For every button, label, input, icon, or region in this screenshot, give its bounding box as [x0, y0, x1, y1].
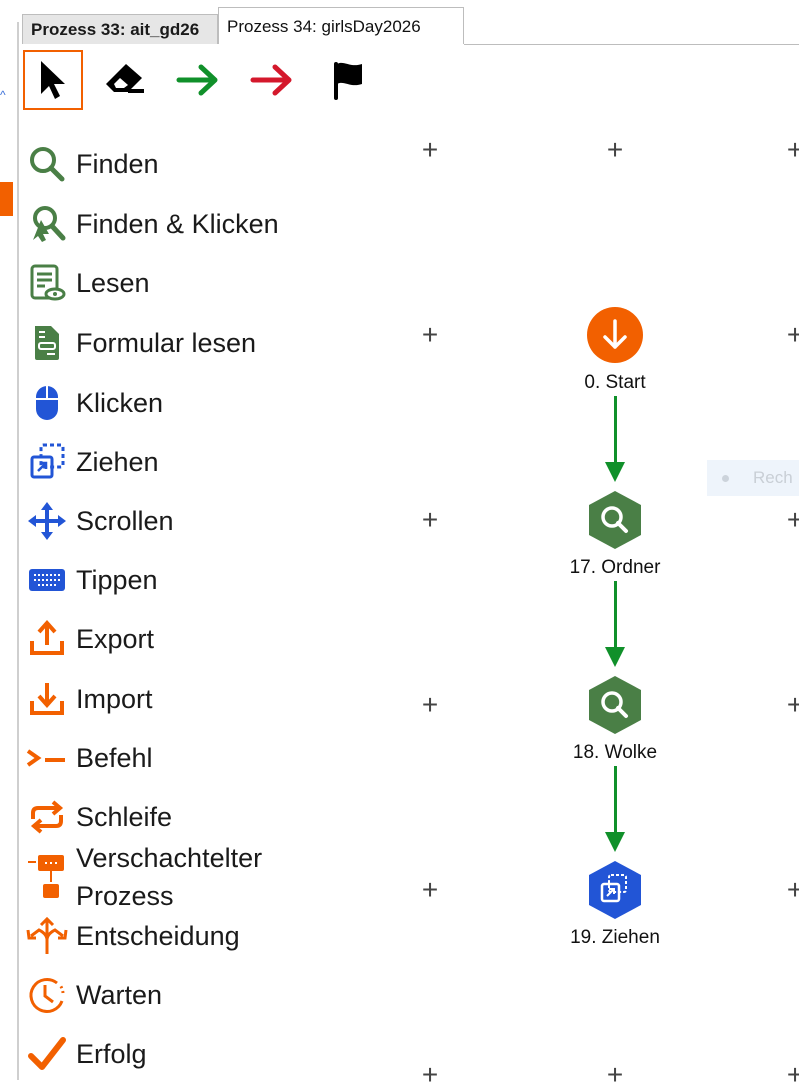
faded-tooltip: Rech [707, 460, 799, 496]
pointer-tool-button[interactable] [23, 50, 83, 110]
tab-prozess-33[interactable]: Prozess 33: ait_gd26 [22, 14, 218, 44]
add-node-marker[interactable]: + [786, 504, 799, 535]
palette-item-label: Verschachtelter Prozess [76, 843, 263, 911]
palette-item-label: Scrollen [76, 506, 174, 536]
add-node-marker[interactable]: + [786, 319, 799, 350]
palette-item-ziehen[interactable]: Ziehen [22, 442, 159, 482]
drag-icon [22, 442, 72, 482]
flow-node-label: 0. Start [584, 372, 646, 393]
eraser-tool-button[interactable] [95, 50, 155, 110]
add-node-marker[interactable]: + [421, 1059, 439, 1090]
palette-item-label: Export [76, 624, 155, 654]
palette-item-befehl[interactable]: Befehl [22, 738, 153, 778]
arrowhead-icon [605, 462, 625, 482]
palette-item-import[interactable]: Import [22, 679, 153, 719]
flag-icon [334, 62, 362, 100]
start-arrow-icon [587, 307, 643, 363]
palette-item-label: Befehl [76, 743, 153, 773]
palette-item-label: Klicken [76, 388, 164, 418]
add-node-marker[interactable]: + [786, 689, 799, 720]
add-node-marker[interactable]: + [421, 319, 439, 350]
palette-item-warten[interactable]: Warten [22, 975, 162, 1015]
add-node-marker[interactable]: + [786, 1059, 799, 1090]
terminal-icon [22, 738, 72, 778]
palette-item-label: Erfolg [76, 1039, 147, 1069]
tooltip-text: Rech [753, 468, 793, 487]
red-arrow-icon [250, 64, 292, 96]
add-node-marker[interactable]: + [421, 504, 439, 535]
palette-item-label: Import [76, 684, 153, 714]
checkmark-icon [22, 1034, 72, 1074]
flow-node-ziehen[interactable] [585, 860, 645, 920]
panel-divider [17, 22, 19, 1080]
palette-item-tippen[interactable]: Tippen [22, 560, 158, 600]
dot-icon [722, 474, 729, 482]
eraser-icon [106, 64, 144, 93]
palette-item-scrollen[interactable]: Scrollen [22, 501, 174, 541]
flow-node-label: 17. Ordner [569, 557, 661, 578]
tab-baseline [464, 44, 799, 45]
flow-node-start[interactable] [585, 305, 645, 365]
add-node-marker[interactable]: + [606, 134, 624, 165]
palette-item-label: Finden & Klicken [76, 209, 279, 239]
add-node-marker[interactable]: + [606, 1059, 624, 1090]
palette-item-finden-klicken[interactable]: Finden & Klicken [22, 204, 279, 244]
decision-icon [22, 916, 72, 956]
palette-item-erfolg[interactable]: Erfolg [22, 1034, 147, 1074]
search-hexagon-icon [589, 676, 641, 734]
palette-item-formular-lesen[interactable]: Formular lesen [22, 323, 256, 363]
flow-connector [614, 396, 617, 464]
clock-icon [22, 975, 72, 1015]
arrowhead-icon [605, 647, 625, 667]
palette-item-label: Finden [76, 149, 159, 179]
palette-item-label: Lesen [76, 268, 150, 298]
palette-item-label: Tippen [76, 565, 158, 595]
add-node-marker[interactable]: + [421, 689, 439, 720]
palette-item-label: Formular lesen [76, 328, 257, 358]
flow-node-ordner[interactable] [585, 490, 645, 550]
palette-item-klicken[interactable]: Klicken [22, 383, 163, 423]
flow-node-label: 18. Wolke [572, 742, 658, 763]
palette-item-label: Ziehen [76, 447, 159, 477]
flow-node-label: 19. Ziehen [570, 927, 660, 948]
palette-item-schleife[interactable]: Schleife [22, 797, 172, 837]
loop-icon [22, 797, 72, 837]
palette-item-lesen[interactable]: Lesen [22, 263, 150, 303]
palette-item-label: Warten [76, 980, 163, 1010]
search-hexagon-icon [589, 491, 641, 549]
tab-prozess-34[interactable]: Prozess 34: girlsDay2026 [218, 7, 464, 44]
caret-icon: ^ [0, 88, 6, 102]
green-arrow-icon [176, 64, 218, 96]
flag-tool-button[interactable] [318, 50, 378, 110]
download-icon [22, 679, 72, 719]
drag-hexagon-icon [589, 861, 641, 919]
add-node-marker[interactable]: + [421, 874, 439, 905]
mouse-icon [22, 383, 72, 423]
move-arrows-icon [22, 501, 72, 541]
palette-item-finden[interactable]: Finden [22, 144, 159, 184]
search-click-icon [22, 204, 72, 244]
palette-item-entscheidung[interactable]: Entscheidung [22, 916, 240, 956]
keyboard-icon [22, 560, 72, 600]
palette-item-label: Entscheidung [76, 921, 240, 951]
red-connector-tool-button[interactable] [242, 50, 302, 110]
add-node-marker[interactable]: + [786, 874, 799, 905]
flow-connector [614, 766, 617, 834]
palette-item-label: Schleife [76, 802, 173, 832]
flow-connector [614, 581, 617, 649]
search-icon [22, 144, 72, 184]
palette-item-export[interactable]: Export [22, 619, 154, 659]
add-node-marker[interactable]: + [421, 134, 439, 165]
pointer-icon [41, 61, 65, 99]
arrowhead-icon [605, 832, 625, 852]
flow-node-wolke[interactable] [585, 675, 645, 735]
read-document-icon [22, 263, 72, 303]
side-indicator [0, 182, 13, 216]
upload-icon [22, 619, 72, 659]
add-node-marker[interactable]: + [786, 134, 799, 165]
nested-process-icon [22, 840, 72, 914]
green-connector-tool-button[interactable] [168, 50, 228, 110]
palette-item-verschachtelter-prozess[interactable]: Verschachtelter Prozess [22, 840, 296, 914]
form-icon [22, 323, 72, 363]
